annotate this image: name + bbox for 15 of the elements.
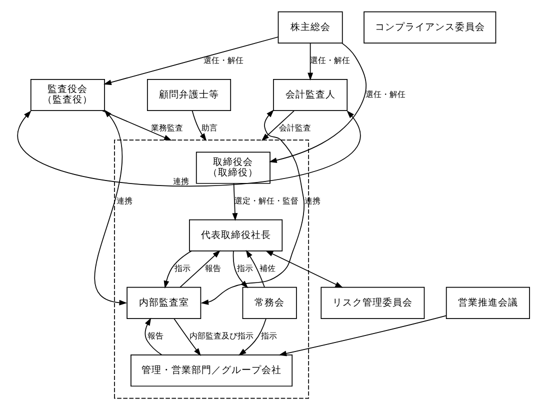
edge-label: 報告: [204, 264, 220, 274]
edge-label: 指示: [236, 264, 252, 274]
edge-label: 助言: [200, 124, 217, 133]
edge-label: 選任・解任: [310, 56, 350, 66]
edge-label: 指示: [174, 264, 190, 274]
edge-label: 補佐: [258, 264, 275, 274]
edge-label: 選任・解任: [203, 56, 244, 66]
edge-label: 選任・解任: [365, 90, 406, 99]
edge-label: 連携: [116, 196, 132, 206]
edge-label: 報告: [147, 332, 164, 341]
edge-label: 連携: [172, 176, 189, 186]
edge-label: 内部監査及び指示: [189, 332, 254, 341]
edge-label: 指示: [260, 332, 277, 341]
edge-label: 会計監査: [278, 124, 311, 133]
edge-label: 業務監査: [150, 124, 182, 133]
